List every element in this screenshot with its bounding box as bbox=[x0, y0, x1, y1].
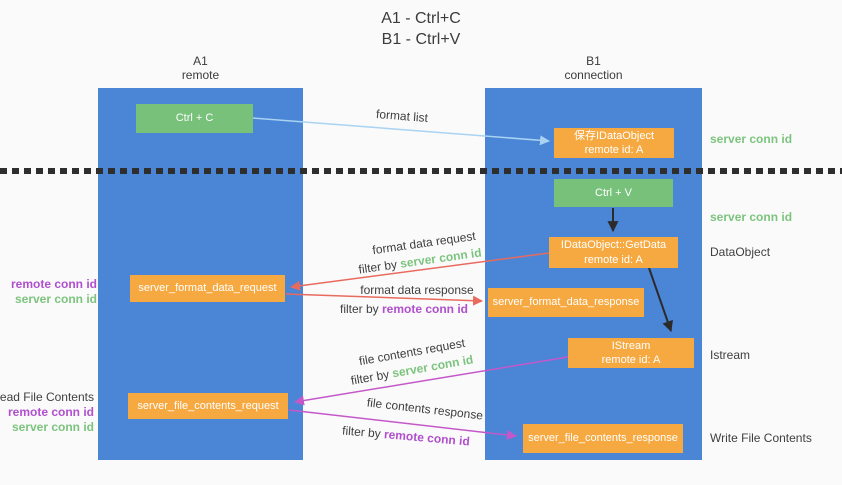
lifeline-a1-name: A1 bbox=[193, 54, 208, 68]
filter-key-remote-conn-id: remote conn id bbox=[382, 302, 469, 316]
node-save-idataobject: 保存IDataObject remote id: A bbox=[554, 128, 674, 158]
title-line-1: A1 - Ctrl+C bbox=[381, 10, 461, 27]
label-file-contents-response-filter: filter by remote conn id bbox=[342, 423, 471, 448]
node-istream: IStream remote id: A bbox=[568, 338, 694, 368]
node-server-file-contents-response: server_file_contents_response bbox=[523, 424, 683, 453]
lifeline-header-b1: B1 connection bbox=[485, 54, 702, 83]
dataobject-label: DataObject bbox=[710, 245, 771, 259]
node-server-format-data-request-label: server_format_data_request bbox=[138, 282, 277, 295]
node-idataobject-getdata-line2: remote id: A bbox=[584, 253, 643, 266]
node-istream-line1: IStream bbox=[611, 339, 651, 352]
lifeline-b1-role: connection bbox=[564, 67, 623, 82]
remote-conn-id-label: remote conn id bbox=[7, 405, 94, 419]
read-file-contents-label: Read File Contents bbox=[0, 390, 94, 404]
node-ctrl-c: Ctrl + C bbox=[136, 104, 253, 133]
diagram-title: A1 - Ctrl+C B1 - Ctrl+V bbox=[0, 9, 842, 51]
section-divider bbox=[0, 168, 842, 174]
node-server-file-contents-request-label: server_file_contents_request bbox=[137, 399, 279, 412]
filter-key-remote-conn-id: remote conn id bbox=[383, 427, 471, 449]
label-format-list: format list bbox=[375, 106, 429, 126]
node-server-file-contents-response-label: server_file_contents_response bbox=[528, 432, 678, 445]
node-idataobject-getdata-label: IDataObject::GetData remote id: A bbox=[561, 238, 666, 267]
server-conn-id-label: server conn id bbox=[14, 292, 97, 306]
title-line-2: B1 - Ctrl+V bbox=[381, 30, 461, 48]
node-ctrl-v-label: Ctrl + V bbox=[595, 186, 632, 199]
label-file-contents-response: file contents response bbox=[366, 395, 484, 423]
node-save-idataobject-line2: remote id: A bbox=[584, 144, 644, 156]
node-server-format-data-request: server_format_data_request bbox=[130, 275, 285, 302]
server-conn-id-label: server conn id bbox=[710, 132, 793, 146]
node-idataobject-getdata-line1: IDataObject::GetData bbox=[560, 239, 667, 252]
server-conn-id-label: server conn id bbox=[11, 420, 94, 434]
node-ctrl-c-label: Ctrl + C bbox=[175, 112, 214, 125]
filter-prefix: filter by bbox=[349, 366, 394, 388]
node-save-idataobject-label: 保存IDataObject remote id: A bbox=[574, 129, 654, 158]
node-server-format-data-response: server_format_data_response bbox=[488, 288, 644, 317]
node-ctrl-v: Ctrl + V bbox=[554, 179, 673, 207]
left-annotation-file: Read File Contents remote conn id server… bbox=[0, 390, 94, 435]
node-istream-line2: remote id: A bbox=[601, 354, 661, 366]
node-save-idataobject-line1: 保存IDataObject bbox=[573, 129, 655, 142]
istream-label: Istream bbox=[710, 348, 751, 362]
write-file-contents-label: Write File Contents bbox=[710, 431, 812, 445]
label-format-data-response-filter: filter by remote conn id bbox=[340, 302, 468, 316]
remote-conn-id-label: remote conn id bbox=[10, 277, 97, 291]
filter-prefix: filter by bbox=[339, 302, 382, 316]
filter-prefix: filter by bbox=[357, 256, 402, 277]
node-server-format-data-response-label: server_format_data_response bbox=[492, 296, 640, 309]
lifeline-b1-name: B1 bbox=[586, 54, 601, 68]
node-server-file-contents-request: server_file_contents_request bbox=[128, 393, 288, 419]
label-format-data-response: format data response bbox=[360, 283, 474, 297]
left-annotation-format: remote conn id server conn id bbox=[11, 277, 97, 307]
node-idataobject-getdata: IDataObject::GetData remote id: A bbox=[549, 237, 678, 268]
filter-prefix: filter by bbox=[341, 423, 385, 442]
server-conn-id-label: server conn id bbox=[710, 210, 793, 224]
lifeline-header-a1: A1 remote bbox=[98, 54, 303, 83]
node-istream-label: IStream remote id: A bbox=[602, 339, 661, 368]
lifeline-a1-role: remote bbox=[181, 67, 220, 82]
